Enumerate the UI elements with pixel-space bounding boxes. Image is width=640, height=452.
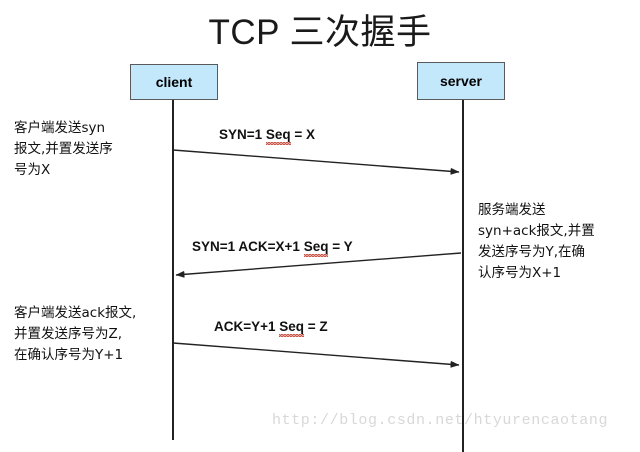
note-client-ack-line-1: 客户端发送ack报文, xyxy=(14,305,137,321)
note-client-syn-line-1: 客户端发送syn xyxy=(14,120,106,136)
message-label-3-part-2: = Z xyxy=(304,319,328,334)
note-server-synack-line-1: 服务端发送 xyxy=(478,202,546,218)
participant-label-client: client xyxy=(155,74,193,90)
message-label-2-part-2: = Y xyxy=(328,239,353,254)
lifeline-client xyxy=(172,100,174,440)
watermark-text: http://blog.csdn.net/htyurencaotang xyxy=(272,412,609,429)
participant-box-client: client xyxy=(130,64,218,100)
note-server-synack-line-2: syn+ack报文,并置 xyxy=(478,223,595,239)
note-client-ack: 客户端发送ack报文, 并置发送序号为Z, 在确认序号为Y+1 xyxy=(14,303,174,366)
note-client-ack-line-2: 并置发送序号为Z, xyxy=(14,326,123,342)
page-title: TCP 三次握手 xyxy=(208,13,432,52)
participant-label-server: server xyxy=(439,73,483,89)
message-label-1: SYN=1 Seq = X xyxy=(219,127,316,145)
message-label-3-part-1: Seq xyxy=(279,319,305,337)
message-label-2-part-0: SYN=1 ACK=X+1 xyxy=(192,239,304,254)
note-server-synack-line-4: 认序号为X+1 xyxy=(478,265,562,281)
note-client-syn: 客户端发送syn 报文,并置发送序 号为X xyxy=(14,118,164,181)
message-label-2-part-1: Seq xyxy=(303,239,329,257)
message-arrow-1 xyxy=(172,149,460,175)
message-label-3: ACK=Y+1 Seq = Z xyxy=(214,319,328,337)
message-label-1-part-2: = X xyxy=(290,127,316,142)
note-client-syn-line-2: 报文,并置发送序 xyxy=(14,141,113,157)
message-label-3-part-0: ACK=Y+1 xyxy=(214,319,280,334)
message-arrow-3 xyxy=(172,342,460,368)
note-server-synack: 服务端发送 syn+ack报文,并置 发送序号为Y,在确 认序号为X+1 xyxy=(478,200,636,284)
message-label-2: SYN=1 ACK=X+1 Seq = Y xyxy=(192,239,353,257)
note-client-syn-line-3: 号为X xyxy=(14,162,51,178)
participant-box-server: server xyxy=(417,62,505,100)
lifeline-server xyxy=(462,100,464,452)
note-server-synack-line-3: 发送序号为Y,在确 xyxy=(478,244,586,260)
message-label-1-part-0: SYN=1 xyxy=(219,127,266,142)
note-client-ack-line-3: 在确认序号为Y+1 xyxy=(14,347,124,363)
message-label-1-part-1: Seq xyxy=(265,127,291,145)
